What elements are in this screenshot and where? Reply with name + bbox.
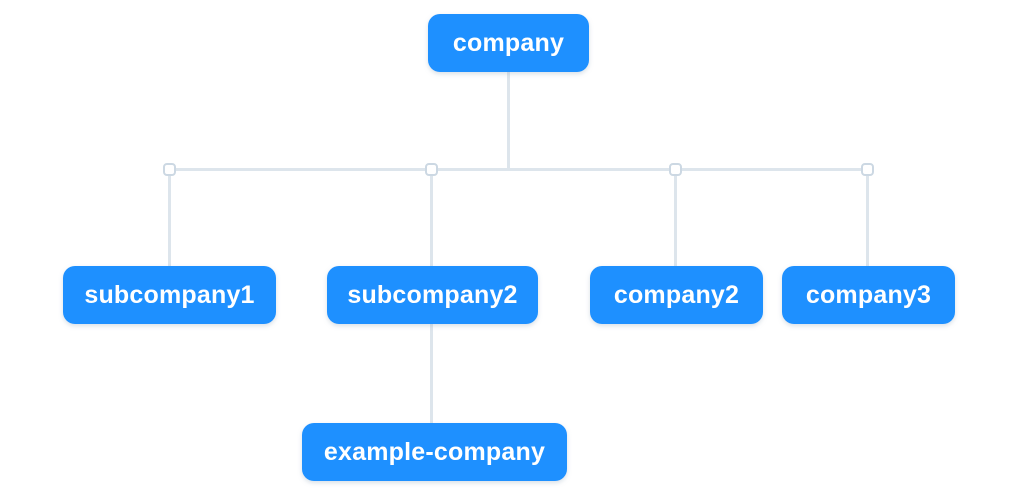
node-subcompany2-label: subcompany2 [347,280,518,309]
node-company-label: company [452,28,565,57]
connector-drop-subcompany2 [430,170,433,266]
junction-handle-subcompany1[interactable] [163,163,176,176]
connector-company-stem [507,72,510,170]
connector-subcompany2-stem [430,324,433,423]
node-subcompany2[interactable]: subcompany2 [327,266,538,324]
connector-drop-subcompany1 [168,170,171,266]
connector-drop-company2 [674,170,677,266]
node-subcompany1[interactable]: subcompany1 [63,266,276,324]
connector-drop-company3 [866,170,869,266]
node-company3-label: company3 [805,280,932,309]
junction-handle-company2[interactable] [669,163,682,176]
node-company2[interactable]: company2 [590,266,763,324]
node-example-company-label: example-company [323,437,546,466]
node-example-company[interactable]: example-company [302,423,567,481]
node-company2-label: company2 [613,280,740,309]
node-subcompany1-label: subcompany1 [84,280,255,309]
node-company3[interactable]: company3 [782,266,955,324]
junction-handle-subcompany2[interactable] [425,163,438,176]
node-company[interactable]: company [428,14,589,72]
junction-handle-company3[interactable] [861,163,874,176]
connector-horizontal-bus [168,168,869,171]
